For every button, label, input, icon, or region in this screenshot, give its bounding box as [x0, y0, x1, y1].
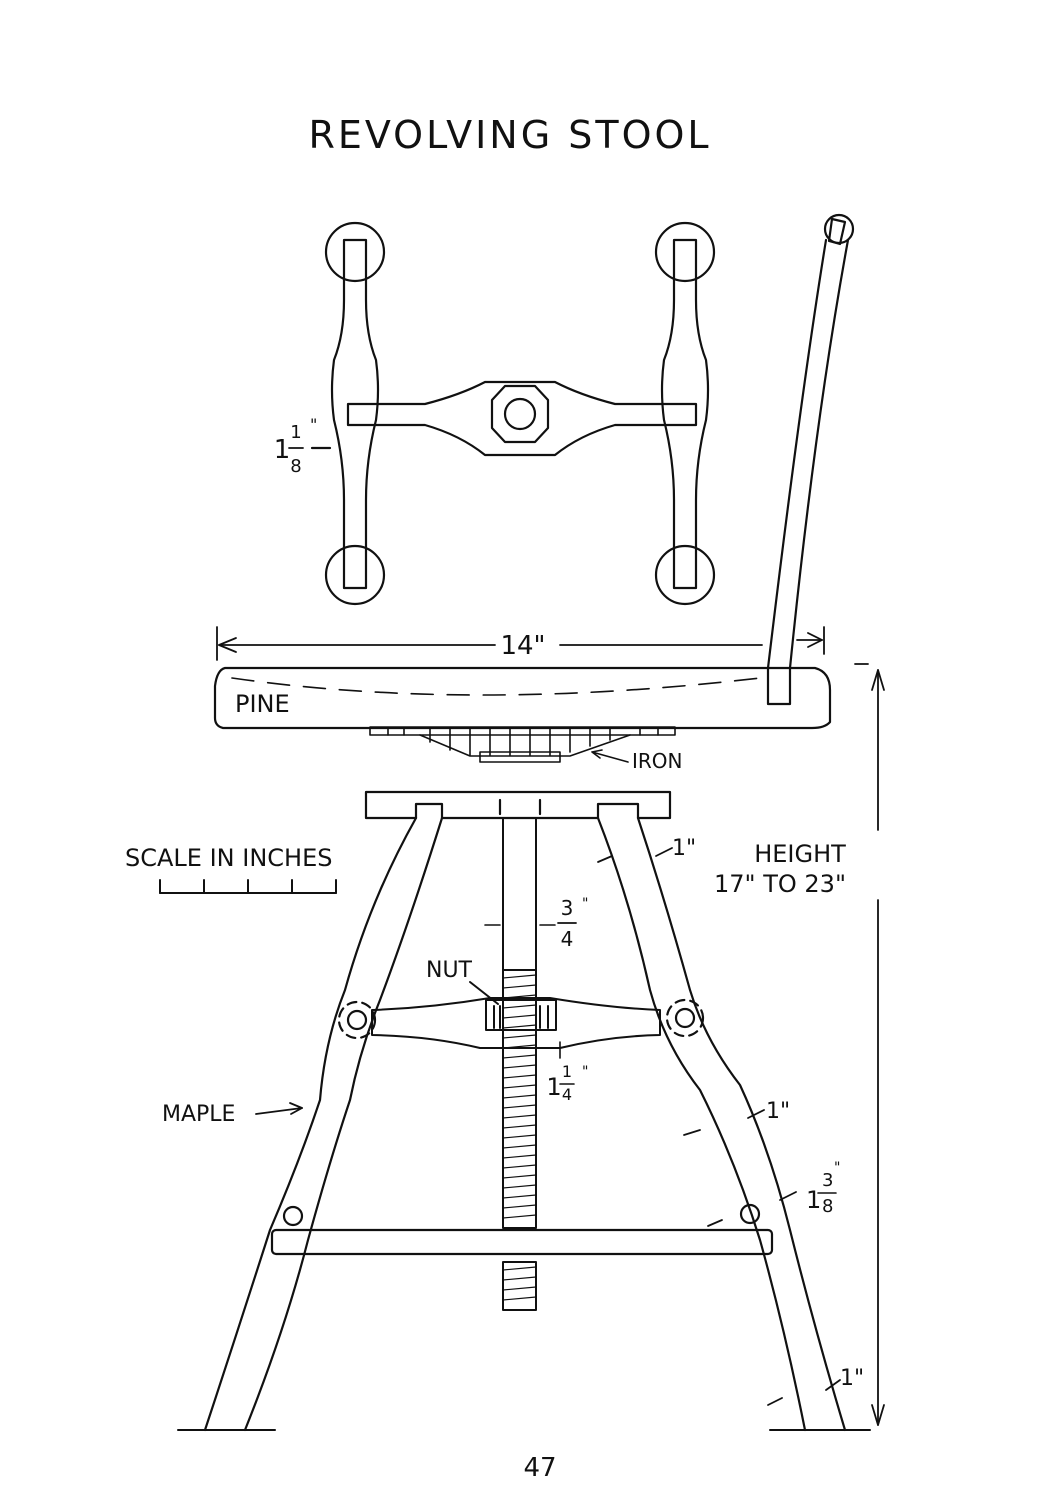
svg-text:8: 8	[290, 456, 301, 477]
svg-text:4: 4	[561, 927, 574, 951]
page-number: 47	[523, 1453, 556, 1483]
seat	[215, 668, 830, 728]
height-label: HEIGHT	[754, 840, 846, 868]
dim-rung-1-1-8: 1 1 8 "	[274, 415, 318, 477]
maple-label: MAPLE	[162, 1102, 235, 1127]
hub-hole	[505, 399, 535, 429]
top-view-cross-bar	[348, 382, 696, 455]
svg-text:1: 1	[274, 435, 291, 465]
svg-text:": "	[582, 896, 588, 912]
dim-width-14-label: 14"	[500, 631, 545, 661]
dim-leg-1-3-8: 1 3 8 "	[806, 1160, 840, 1217]
center-screw	[503, 818, 536, 1310]
svg-text:1: 1	[562, 1062, 572, 1081]
scale-label: SCALE IN INCHES	[125, 844, 332, 872]
height-range: 17" TO 23"	[714, 870, 846, 898]
iron-label: IRON	[632, 749, 683, 773]
dim-height	[855, 664, 884, 1425]
scale-bar	[160, 880, 336, 893]
dim-leg-bottom: 1"	[840, 1366, 864, 1391]
leg-dim-ticks	[598, 848, 840, 1405]
pine-label: PINE	[235, 690, 290, 718]
page-title: REVOLVING STOOL	[308, 113, 711, 157]
octagon-hub	[492, 386, 548, 442]
svg-text:1: 1	[290, 422, 301, 443]
svg-text:4: 4	[562, 1085, 572, 1104]
svg-text:3: 3	[561, 896, 574, 920]
maple-arrow	[256, 1103, 302, 1114]
dim-nut-1-1-4: 1 1 4 "	[546, 1042, 588, 1104]
svg-text:8: 8	[822, 1196, 833, 1217]
svg-text:": "	[310, 415, 317, 434]
left-leg	[205, 818, 442, 1430]
nut-label: NUT	[426, 958, 473, 983]
right-leg	[598, 818, 845, 1430]
screw-threads	[503, 975, 536, 1300]
top-view-left-rail	[326, 223, 384, 604]
svg-text:1: 1	[546, 1073, 561, 1101]
bottom-rung	[272, 1230, 772, 1254]
back-rest	[768, 215, 853, 704]
top-view	[312, 223, 714, 604]
svg-text:": "	[582, 1064, 588, 1080]
top-view-right-rail	[656, 223, 714, 604]
iron-swivel	[370, 727, 675, 762]
dim-leg-top: 1"	[672, 836, 696, 861]
svg-text:3: 3	[822, 1170, 833, 1191]
leg-top-block	[366, 792, 670, 818]
middle-rail	[372, 982, 660, 1048]
dim-leg-mid: 1"	[766, 1099, 790, 1124]
svg-text:": "	[834, 1160, 840, 1176]
svg-text:1: 1	[806, 1186, 821, 1214]
